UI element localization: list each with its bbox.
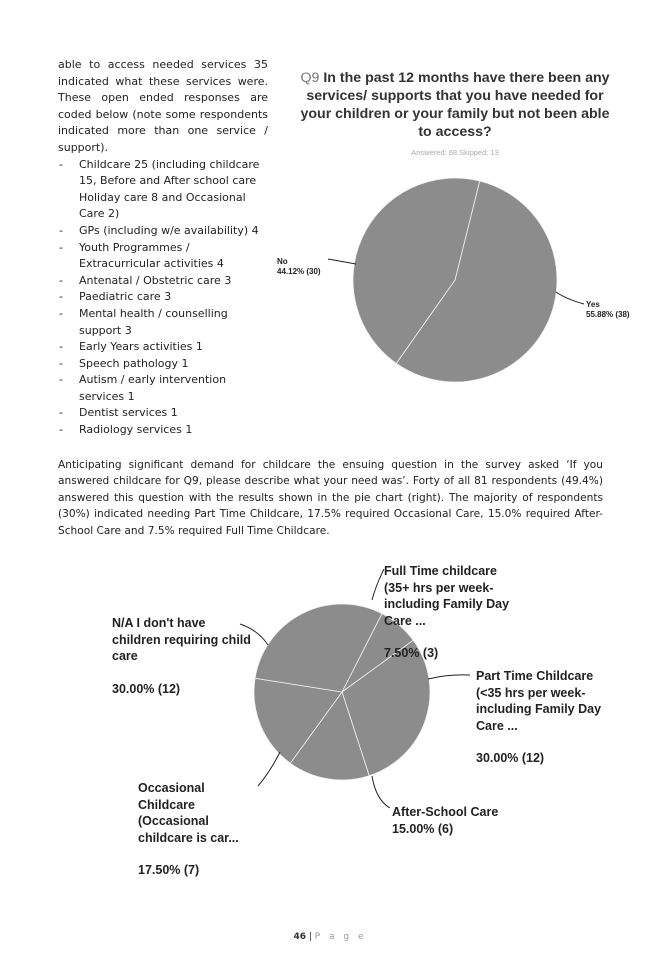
body-paragraph: Anticipating significant demand for chil… xyxy=(58,459,603,537)
list-item: Early Years activities 1 xyxy=(58,339,268,356)
pie2-slice-2 xyxy=(289,691,370,781)
pie2-slice-3 xyxy=(253,677,343,764)
list-item: Mental health / counselling support 3 xyxy=(58,306,268,339)
pie1-leader-line-1 xyxy=(555,291,585,305)
list-item: Speech pathology 1 xyxy=(58,356,268,373)
pie2-label-full-time: Full Time childcare (35+ hrs per week-in… xyxy=(384,564,510,660)
list-item: Antenatal / Obstetric care 3 xyxy=(58,273,268,290)
list-item: Youth Programmes / Extracurricular activ… xyxy=(58,240,268,273)
pie1-label-no: No 44.12% (30) xyxy=(277,257,321,276)
pie2-label-occasional: Occasional Childcare (Occasional childca… xyxy=(138,781,239,877)
services-list: Childcare 25 (including childcare 15, Be… xyxy=(58,157,268,439)
list-item: Radiology services 1 xyxy=(58,422,268,439)
pie2-leader-line-1 xyxy=(427,674,471,680)
page-number: 46 xyxy=(293,932,306,942)
page-footer: 46 | P a g e xyxy=(0,932,660,942)
pie2-label-part-time: Part Time Childcare (<35 hrs per week-in… xyxy=(476,669,602,765)
pie2-slice-1 xyxy=(341,639,431,777)
pie1-slice-0 xyxy=(395,180,558,383)
page-word: P a g e xyxy=(314,932,367,942)
pie2-leader-line-4 xyxy=(239,623,269,646)
pie2-slice-4 xyxy=(254,603,383,693)
pie1-slice-1 xyxy=(352,177,481,364)
pie2-leader-line-0 xyxy=(371,568,385,601)
pie2-label-after-school: After-School Care 15.00% (6) xyxy=(392,805,499,836)
pie2-leader-line-2 xyxy=(371,775,391,809)
pie2-label-na: N/A I don't have children requiring chil… xyxy=(112,616,251,696)
footer-separator: | xyxy=(308,932,312,942)
intro-text: able to access needed services 35 indica… xyxy=(58,58,268,154)
q9-title: Q9 In the past 12 months have there been… xyxy=(300,69,610,141)
pie2-leader-line-3 xyxy=(257,751,281,787)
list-item: Childcare 25 (including childcare 15, Be… xyxy=(58,157,268,223)
q9-question: In the past 12 months have there been an… xyxy=(300,70,610,140)
pie1-label-yes: Yes 55.88% (38) xyxy=(586,300,630,319)
list-item: Dentist services 1 xyxy=(58,405,268,422)
services-column: able to access needed services 35 indica… xyxy=(58,57,268,439)
list-item: GPs (including w/e availability) 4 xyxy=(58,223,268,240)
pie1-leader-line-0 xyxy=(327,258,357,265)
list-item: Autism / early intervention services 1 xyxy=(58,372,268,405)
q9-answered-skipped: Answered: 68 Skipped: 13 xyxy=(411,148,499,157)
list-item: Paediatric care 3 xyxy=(58,289,268,306)
q9-number: Q9 xyxy=(300,70,320,86)
